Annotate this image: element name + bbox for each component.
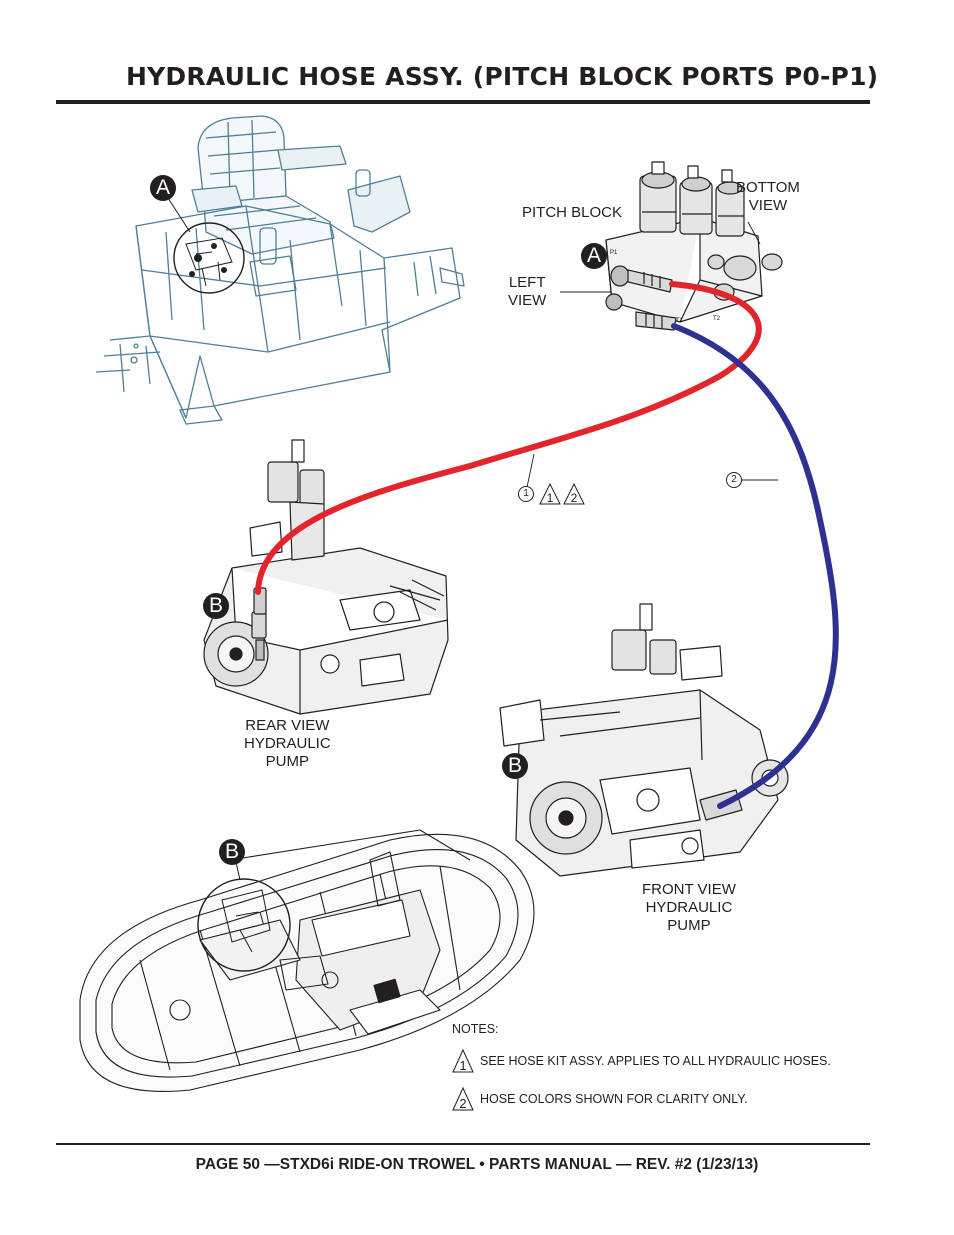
- notes-triangles: [452, 1048, 474, 1111]
- front-view-label: FRONT VIEW HYDRAULIC PUMP: [642, 881, 736, 935]
- item-number-1: 1: [518, 486, 534, 502]
- callout-b-rear-pump: B: [203, 593, 229, 619]
- note-ref-2-marker: 2: [571, 491, 578, 505]
- hose-2-blue: [671, 323, 839, 809]
- notes-heading: NOTES:: [452, 1022, 499, 1036]
- note-triangles-item-1: [539, 482, 585, 505]
- front-view-line-2: HYDRAULIC: [645, 899, 733, 916]
- rear-view-label: REAR VIEW HYDRAULIC PUMP: [244, 717, 331, 771]
- seat-frame-illustration: [95, 115, 465, 425]
- page-title: HYDRAULIC HOSE ASSY. (PITCH BLOCK PORTS …: [126, 62, 879, 91]
- title-rule: [56, 100, 870, 104]
- pitch-block-label: PITCH BLOCK: [522, 204, 623, 221]
- port-p1-label: P1: [610, 250, 618, 256]
- rear-view-line-3: PUMP: [265, 753, 310, 770]
- detail-circle-a: [167, 197, 245, 294]
- front-pump-illustration: [499, 603, 789, 877]
- hose-1-red: [255, 281, 762, 595]
- bottom-view-label: BOTTOM VIEW: [736, 179, 800, 215]
- note-1-text: SEE HOSE KIT ASSY. APPLIES TO ALL HYDRAU…: [480, 1054, 831, 1068]
- callout-a-pitch-block: A: [581, 243, 607, 269]
- bottom-view-line-2: VIEW: [748, 197, 788, 214]
- callout-a-seat: A: [150, 175, 176, 201]
- item-number-2: 2: [726, 472, 742, 488]
- front-view-line-1: FRONT VIEW: [642, 881, 736, 898]
- port-t2-label: T2: [713, 316, 721, 322]
- note-2-triangle-number: 2: [459, 1096, 466, 1111]
- note-ref-1-marker: 1: [547, 491, 554, 505]
- left-view-line-1: LEFT: [508, 274, 546, 291]
- trowel-illustration: [79, 829, 535, 1092]
- note-2-text: HOSE COLORS SHOWN FOR CLARITY ONLY.: [480, 1092, 748, 1106]
- left-view-line-2: VIEW: [508, 292, 547, 309]
- callout-b-front-pump: B: [502, 753, 528, 779]
- detail-circle-b-trowel: [197, 861, 291, 972]
- callout-b-trowel: B: [219, 839, 245, 865]
- footer-rule: [56, 1143, 870, 1145]
- left-view-label: LEFT VIEW: [508, 274, 546, 310]
- port-t1-label: T1: [676, 318, 684, 324]
- front-view-line-3: PUMP: [667, 917, 711, 934]
- note-1-triangle-number: 1: [459, 1058, 466, 1073]
- page-footer: PAGE 50 —STXD6i RIDE-ON TROWEL • PARTS M…: [195, 1156, 759, 1173]
- bottom-view-line-1: BOTTOM: [736, 179, 800, 196]
- rear-view-line-1: REAR VIEW: [245, 717, 330, 734]
- rear-view-line-2: HYDRAULIC: [244, 735, 331, 752]
